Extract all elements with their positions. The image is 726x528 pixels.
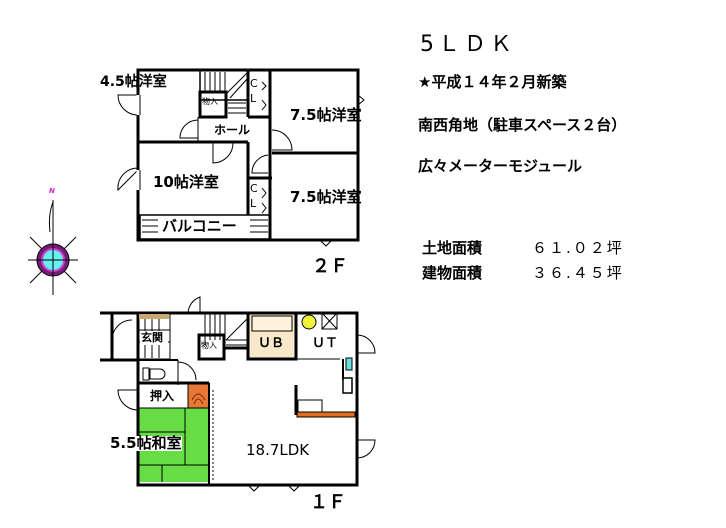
land-area-label: 土地面積 xyxy=(422,239,483,257)
room-japanese: 5.5帖和室 xyxy=(110,434,182,452)
room-storage-2f: 物入 xyxy=(202,97,218,106)
layout-type: 5ＬＤＫ xyxy=(420,32,516,57)
building-area-label: 建物面積 xyxy=(422,264,483,282)
floor2-plan xyxy=(117,68,365,247)
room-unit-bath: ＵＢ xyxy=(258,336,285,351)
room-ldk: 18.7LDK xyxy=(246,441,310,459)
closet-a-c: C xyxy=(250,77,258,90)
floor1-plan xyxy=(100,296,376,492)
floor2-label: ２Ｆ xyxy=(312,256,348,277)
closet-a-l: L xyxy=(250,92,257,105)
location-note: 南西角地（駐車スペース２台） xyxy=(418,116,627,134)
room-western-4-5: 4.5帖洋室 xyxy=(100,74,167,90)
room-western-7-5-a: 7.5帖洋室 xyxy=(290,106,362,124)
room-western-7-5-b: 7.5帖洋室 xyxy=(290,188,362,206)
compass-north-label: N xyxy=(49,187,55,195)
module-note: 広々メーターモジュール xyxy=(418,157,582,175)
room-entrance: 玄関 xyxy=(141,331,163,344)
room-storage-1f: 物入 xyxy=(201,341,217,350)
room-oshiire: 押入 xyxy=(150,389,175,403)
room-utility: ＵＴ xyxy=(312,336,339,351)
land-area-value: ６１.０２坪 xyxy=(532,239,624,257)
building-area-value: ３６.４５坪 xyxy=(532,264,624,282)
compass-icon xyxy=(28,200,78,295)
room-western-10: 10帖洋室 xyxy=(153,173,219,191)
built-date: ★平成１４年２月新築 xyxy=(418,73,567,91)
floor1-label: １Ｆ xyxy=(310,492,346,513)
closet-b-l: L xyxy=(250,197,257,210)
balcony-label: バルコニー xyxy=(160,217,239,235)
room-hall: ホール xyxy=(214,123,251,137)
closet-b-c: C xyxy=(250,182,258,195)
